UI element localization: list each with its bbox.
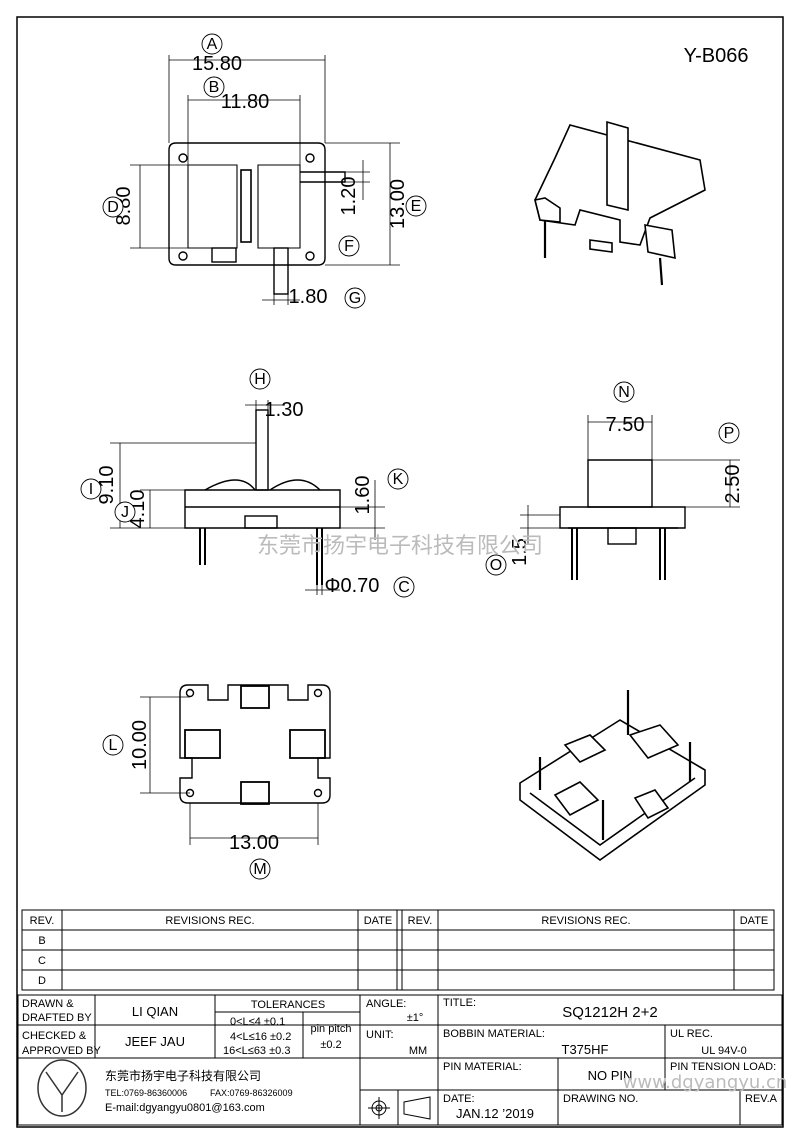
rec-header-left: REVISIONS REC.	[165, 915, 254, 927]
callout-letters: A B D E F G H I J K C N P O L M	[89, 36, 735, 878]
projection-symbol	[368, 1096, 431, 1120]
rev-row-d: D	[38, 975, 46, 987]
callout-b: B	[209, 79, 220, 96]
dim-I: 9.10	[96, 466, 118, 505]
checked-label-1: CHECKED &	[22, 1030, 87, 1042]
checked-label-2: APPROVED BY	[22, 1045, 102, 1057]
drawn-label-1: DRAWN &	[22, 998, 74, 1010]
dim-A: 15.80	[192, 53, 242, 75]
iso-view-bottom	[519, 690, 706, 861]
checked-by: JEEF JAU	[125, 1034, 185, 1049]
part-title: SQ1212H 2+2	[562, 1004, 658, 1021]
dim-C: Φ0.70	[325, 575, 380, 597]
company-logo	[37, 1059, 87, 1117]
top-view-dimensions	[130, 55, 400, 305]
ul-label: UL REC.	[670, 1028, 713, 1040]
tolerance-1: 0<L≤4 ±0.1	[230, 1016, 285, 1028]
revision-table	[21, 909, 775, 991]
pin-pitch-label: pin pitch	[311, 1023, 352, 1035]
company-email: E-mail:dgyangyu0801@163.com	[105, 1102, 265, 1114]
drawing-number: Y-B066	[684, 45, 749, 67]
dim-pin-1-20: 1.20	[338, 177, 360, 216]
company-tel: TEL:0769-86360006	[105, 1088, 187, 1098]
callout-o: O	[490, 557, 502, 574]
title-block	[17, 994, 783, 1126]
rec-header-right: REVISIONS REC.	[541, 915, 630, 927]
callout-n: N	[618, 384, 630, 401]
callout-p: P	[724, 425, 735, 442]
angle-label: ANGLE:	[366, 998, 406, 1010]
drawing-no-label: DRAWING NO.	[563, 1093, 638, 1105]
rev-row-c: C	[38, 955, 46, 967]
pin-material-label: PIN MATERIAL:	[443, 1061, 522, 1073]
pin-pitch: ±0.2	[320, 1039, 341, 1051]
sheet-border	[16, 16, 784, 1128]
tolerance-3: 16<L≤63 ±0.3	[223, 1045, 290, 1057]
drawn-label-2: DRAFTED BY	[22, 1012, 92, 1024]
dim-O: 1.5	[509, 538, 531, 566]
callout-h: H	[254, 371, 266, 388]
rev-header-left: REV.	[30, 915, 55, 927]
drawn-by: LI QIAN	[132, 1004, 178, 1019]
dim-K: 1.60	[352, 476, 374, 515]
side-view	[559, 459, 686, 580]
bobbin-label: BOBBIN MATERIAL:	[443, 1028, 545, 1040]
dim-N: 7.50	[606, 414, 645, 436]
front-view-dimensions	[110, 400, 385, 595]
dim-L: 10.00	[129, 720, 151, 770]
unit-label: UNIT:	[366, 1029, 394, 1041]
callout-c: C	[398, 579, 410, 596]
dim-P: 2.50	[722, 465, 744, 504]
ul-rating: UL 94V-0	[701, 1045, 746, 1057]
dim-M: 13.00	[229, 832, 279, 854]
date-header-left: DATE	[364, 915, 393, 927]
callout-e: E	[411, 198, 422, 215]
side-view-dimensions	[520, 415, 740, 545]
date-value: JAN.12 ’2019	[456, 1106, 534, 1121]
tolerances-label: TOLERANCES	[251, 999, 325, 1011]
rev-header-right: REV.	[408, 915, 433, 927]
company-fax: FAX:0769-86326009	[210, 1088, 293, 1098]
dim-G: 1.80	[289, 286, 328, 308]
iso-view-top	[534, 120, 706, 286]
callout-g: G	[349, 290, 361, 307]
angle-value: ±1°	[407, 1012, 424, 1024]
unit-value: MM	[409, 1045, 427, 1057]
pin-material: NO PIN	[588, 1068, 633, 1083]
bottom-view	[179, 684, 331, 805]
rev-row-b: B	[38, 935, 45, 947]
callout-a: A	[207, 36, 218, 53]
callout-m: M	[253, 861, 266, 878]
front-view	[184, 409, 341, 585]
tolerance-2: 4<L≤16 ±0.2	[230, 1031, 291, 1043]
rev-label: REV.A	[745, 1093, 778, 1105]
date-label: DATE:	[443, 1093, 475, 1105]
dim-E: 13.00	[387, 179, 409, 229]
company-name: 东莞市扬宇电子科技有限公司	[105, 1068, 261, 1083]
date-header-right: DATE	[740, 915, 769, 927]
watermark: 东莞市扬宇电子科技有限公司	[257, 534, 543, 559]
bobbin-material: T375HF	[562, 1042, 609, 1057]
dim-H: 1.30	[265, 399, 304, 421]
callout-k: K	[393, 471, 404, 488]
callout-l: L	[109, 737, 118, 754]
dim-B: 11.80	[221, 91, 270, 113]
pin-tension-label: PIN TENSION LOAD:	[670, 1061, 776, 1073]
callout-circles	[80, 33, 740, 880]
top-view	[168, 142, 346, 295]
bottom-view-dimensions	[140, 696, 319, 845]
web-watermark: www.dgyangyu.cn	[623, 1072, 788, 1093]
callout-j: J	[121, 504, 129, 521]
callout-d: D	[107, 199, 119, 216]
title-label: TITLE:	[443, 997, 476, 1009]
callout-f: F	[344, 238, 354, 255]
callout-i: I	[89, 481, 93, 498]
